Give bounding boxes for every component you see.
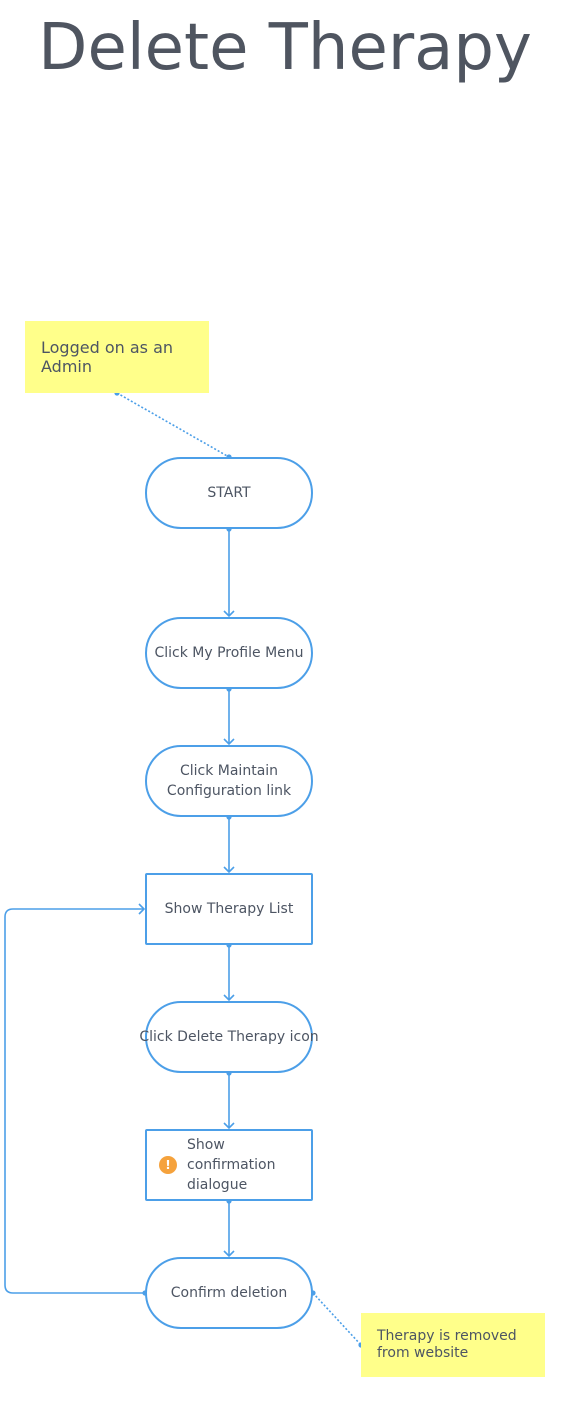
note-admin-text: Logged on as an Admin <box>41 338 174 376</box>
warning-icon: ! <box>159 1156 177 1174</box>
note-link-removed <box>312 1292 362 1346</box>
node-confirm-deletion-label: Confirm deletion <box>170 1285 288 1301</box>
note-link-admin <box>116 392 230 458</box>
node-delete-icon-label: Click Delete Therapy icon <box>139 1029 319 1045</box>
flow-arrows <box>4 529 235 1294</box>
node-start: START <box>145 457 313 529</box>
node-show-confirmation-dialogue: ! Show confirmation dialogue <box>145 1129 313 1201</box>
node-click-my-profile-menu: Click My Profile Menu <box>145 617 313 689</box>
node-start-label: START <box>207 485 251 501</box>
note-admin: Logged on as an Admin <box>25 321 209 393</box>
diagram-title: Delete Therapy <box>38 11 532 85</box>
node-therapy-list-label: Show Therapy List <box>164 901 294 917</box>
note-removed: Therapy is removed from website <box>361 1313 545 1377</box>
node-click-maintain-configuration: Click Maintain Configuration link <box>145 745 313 817</box>
node-click-delete-therapy-icon: Click Delete Therapy icon <box>139 1001 319 1073</box>
node-show-therapy-list: Show Therapy List <box>145 873 313 945</box>
node-confirm-deletion: Confirm deletion <box>145 1257 313 1329</box>
node-confirm-dialog-label: Show confirmation dialogue <box>187 1137 276 1193</box>
node-maintain-config-label: Click Maintain Configuration link <box>166 763 292 799</box>
note-removed-text: Therapy is removed from website <box>377 1328 517 1361</box>
node-profile-menu-label: Click My Profile Menu <box>154 645 304 661</box>
